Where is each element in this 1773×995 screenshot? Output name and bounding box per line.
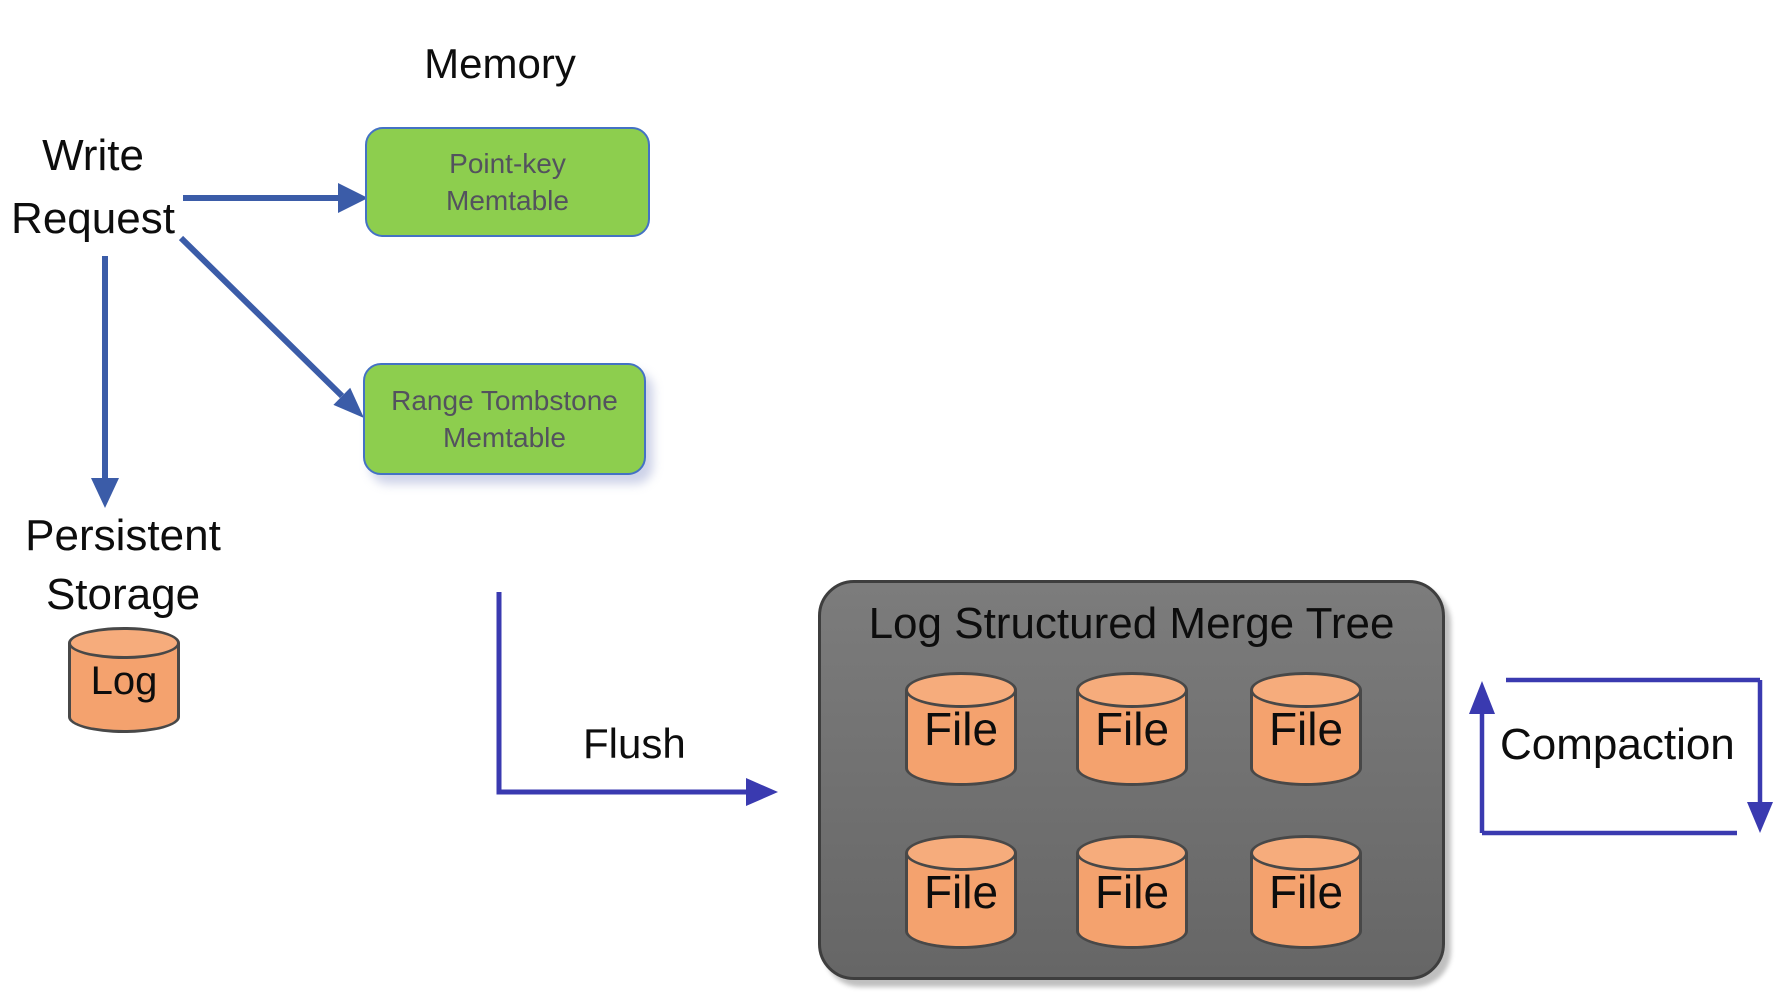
file-cylinder-icon: File	[1250, 835, 1362, 949]
file-cylinder-top	[905, 835, 1017, 871]
file-cylinder-top	[1250, 672, 1362, 708]
file-cylinder-top	[1076, 672, 1188, 708]
file-label: File	[1094, 703, 1170, 755]
file-label: File	[923, 703, 999, 755]
file-cylinder-icon: File	[905, 672, 1017, 786]
range-tombstone-memtable-box: Range Tombstone Memtable	[363, 363, 646, 475]
write-to-pointkey-arrow	[183, 183, 368, 213]
range-tombstone-memtable-label-line1: Range Tombstone	[391, 385, 618, 416]
file-cylinder-icon: File	[1076, 672, 1188, 786]
log-label: Log	[90, 659, 158, 703]
point-key-memtable-label-line1: Point-key	[449, 148, 566, 179]
flush-label: Flush	[583, 720, 686, 767]
compaction-loop-arrow	[1469, 677, 1773, 836]
persistent-storage-label: Persistent Storage	[25, 511, 221, 619]
file-cylinder-top	[905, 672, 1017, 708]
point-key-memtable-box: Point-key Memtable	[365, 127, 650, 237]
file-cylinder-icon: File	[1076, 835, 1188, 949]
write-to-range-tombstone-arrow	[178, 235, 364, 418]
lsm-tree-box: Log Structured Merge Tree File File File…	[818, 580, 1445, 980]
file-cylinder-icon: File	[1250, 672, 1362, 786]
file-label: File	[1268, 703, 1344, 755]
memory-section-title: Memory	[424, 40, 576, 87]
point-key-memtable-label-line2: Memtable	[446, 185, 569, 216]
log-cylinder-icon: Log	[68, 627, 180, 733]
compaction-label: Compaction	[1500, 720, 1735, 769]
write-request-label: Write Request	[11, 131, 175, 243]
range-tombstone-memtable-label-line2: Memtable	[443, 422, 566, 453]
flush-arrow	[496, 592, 778, 806]
file-cylinder-icon: File	[905, 835, 1017, 949]
file-label: File	[923, 866, 999, 918]
log-cylinder-top	[68, 627, 180, 659]
write-to-persistent-storage-arrow	[91, 256, 119, 508]
file-cylinder-top	[1076, 835, 1188, 871]
file-label: File	[1094, 866, 1170, 918]
file-cylinder-top	[1250, 835, 1362, 871]
file-label: File	[1268, 866, 1344, 918]
lsm-tree-title: Log Structured Merge Tree	[868, 599, 1395, 648]
